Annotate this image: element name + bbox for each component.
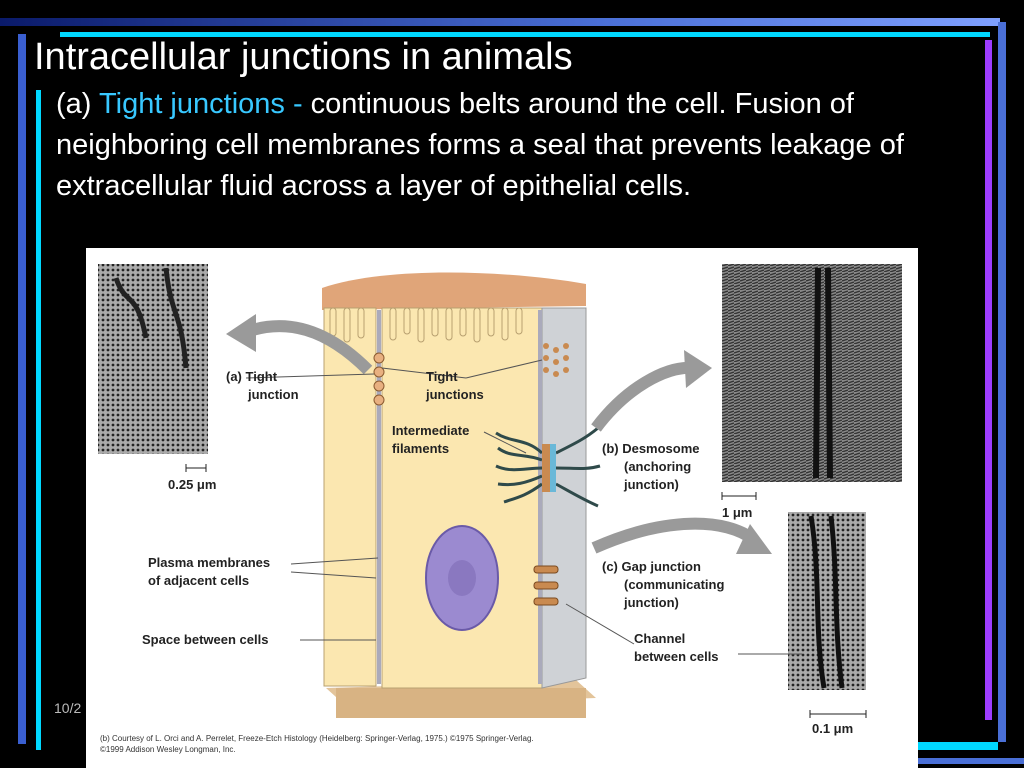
arrow-a (244, 320, 373, 375)
figure-credit-2: ©1999 Addison Wesley Longman, Inc. (100, 745, 236, 754)
right-purple-bar (985, 40, 992, 720)
left-blue-bar (18, 34, 26, 744)
body-highlight: Tight junctions - (98, 88, 303, 120)
slide-body: (a) Tight junctions - continuous belts a… (56, 84, 936, 207)
top-gradient-bar (0, 18, 1000, 26)
right-blue-bar (998, 22, 1006, 742)
scale-label-c: 0.1 μm (812, 721, 854, 736)
body-text: continuous belts around the cell. Fusion… (56, 88, 904, 202)
cell-diagram (98, 264, 902, 718)
arrow-c (591, 517, 758, 554)
body-prefix: (a) (56, 88, 99, 120)
micrograph-c (788, 512, 866, 690)
left-cyan-bar (36, 90, 41, 750)
bottom-cyan-bar (918, 742, 998, 750)
slide-date: 10/2 (54, 700, 82, 716)
label-space-between-cells: Space between cells (142, 632, 269, 647)
scale-label-a: 0.25 μm (168, 477, 217, 492)
scale-label-b: 1 μm (722, 505, 753, 520)
arrow-b (591, 361, 693, 432)
figure-credit-1: (b) Courtesy of L. Orci and A. Perrelet,… (100, 734, 534, 743)
top-cyan-bar (60, 32, 990, 37)
bottom-blue-bar (918, 758, 1024, 764)
apical-layer (322, 272, 586, 310)
micrograph-a (98, 264, 208, 454)
left-cell (323, 307, 377, 687)
micrograph-b (722, 264, 902, 482)
slide-title: Intracellular junctions in animals (34, 36, 573, 78)
